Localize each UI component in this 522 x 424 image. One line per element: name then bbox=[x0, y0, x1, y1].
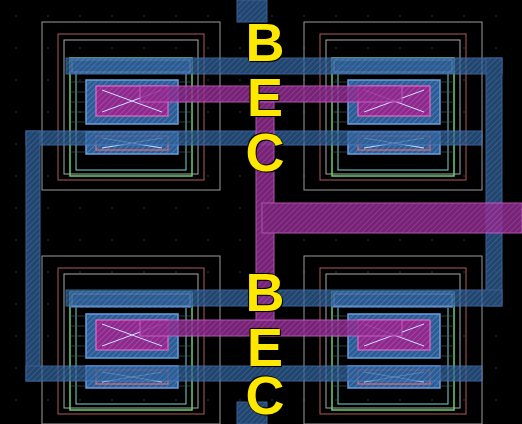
pin-label: E bbox=[247, 70, 283, 124]
pin-label: C bbox=[246, 125, 285, 179]
pin-label: C bbox=[246, 368, 285, 422]
pin-label: B bbox=[246, 265, 285, 319]
pin-label: E bbox=[247, 320, 283, 374]
pin-label: B bbox=[246, 15, 285, 69]
